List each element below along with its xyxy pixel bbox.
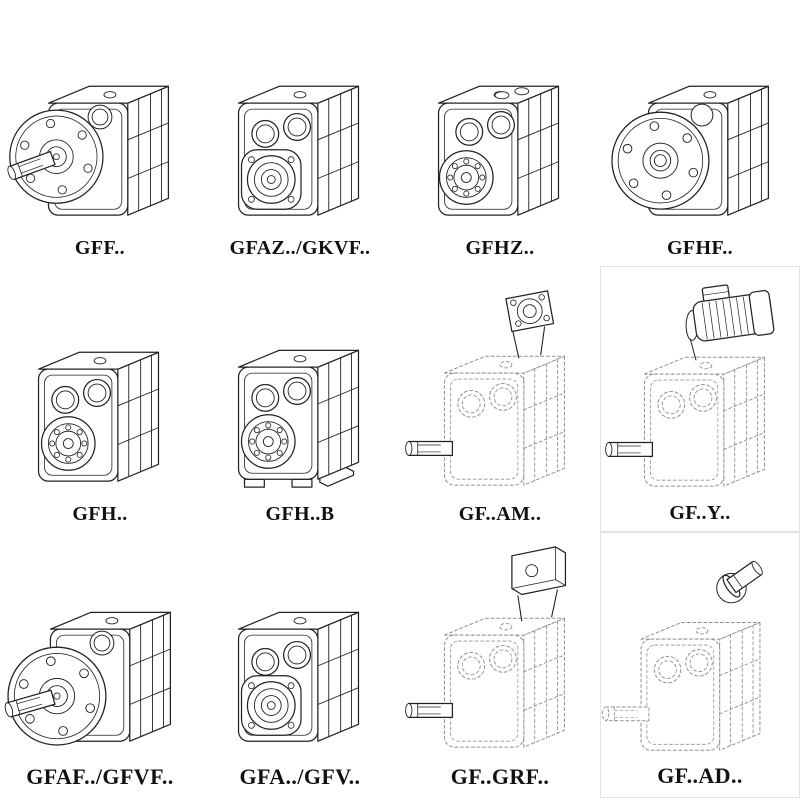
gearbox-hollow-shaft-square-flange-icon [237,611,360,742]
model-label: GF..AD.. [657,763,743,788]
gearbox-bolted-output-flange-with-shaft-icon [3,611,172,746]
gearbox-phantom-with-input-shaft-adapter-icon [602,555,768,751]
catalog-item-gfh: GFH.. [0,266,200,532]
model-label: GFHF.. [666,237,734,259]
catalog-item-gfaf-gfvf: GFAF../GFVF.. [0,532,200,798]
model-label: GFHZ.. [465,237,535,259]
catalog-item-gf-grf: GF..GRF.. [400,532,600,798]
catalog-item-gf-y: GF..Y.. [600,266,800,532]
model-label: GFAZ../GKVF.. [229,237,371,259]
catalog-item-gf-am: GF..AM.. [400,266,600,532]
gearbox-hollow-shaft-top-plugs-icon [437,85,560,216]
gearbox-phantom-with-iec-adapter-flange-icon [405,290,565,486]
gearbox-hollow-shaft-square-flange-icon [237,85,360,216]
gearbox-output-flange-with-shaft-icon [5,85,170,216]
catalog-item-gfaz-gkvf: GFAZ../GKVF.. [200,0,400,266]
model-label: GFH.. [72,503,128,525]
model-label: GFH..B [265,503,335,525]
model-label: GF..Y.. [669,502,731,524]
catalog-item-gfh-b: GFH..B [200,266,400,532]
gearbox-phantom-with-mounted-motor-icon [605,278,776,487]
gearbox-phantom-with-adapter-block-icon [405,546,567,748]
gearbox-splined-hollow-shaft-icon [37,351,160,482]
gearbox-splined-hollow-shaft-with-feet-icon [237,349,360,488]
gearbox-large-bolted-flange-icon [611,85,770,216]
catalog-item-gfhf: GFHF.. [600,0,800,266]
model-label: GF..AM.. [458,503,542,525]
catalog-item-gfhz: GFHZ.. [400,0,600,266]
catalog-item-gff: GFF.. [0,0,200,266]
model-label: GF..GRF.. [450,764,550,789]
model-label: GFAF../GFVF.. [26,764,174,789]
model-label: GFA../GFV.. [239,764,361,789]
catalog-item-gfa-gfv: GFA../GFV.. [200,532,400,798]
catalog-item-gf-ad: GF..AD.. [600,532,800,798]
model-label: GFF.. [74,237,126,259]
